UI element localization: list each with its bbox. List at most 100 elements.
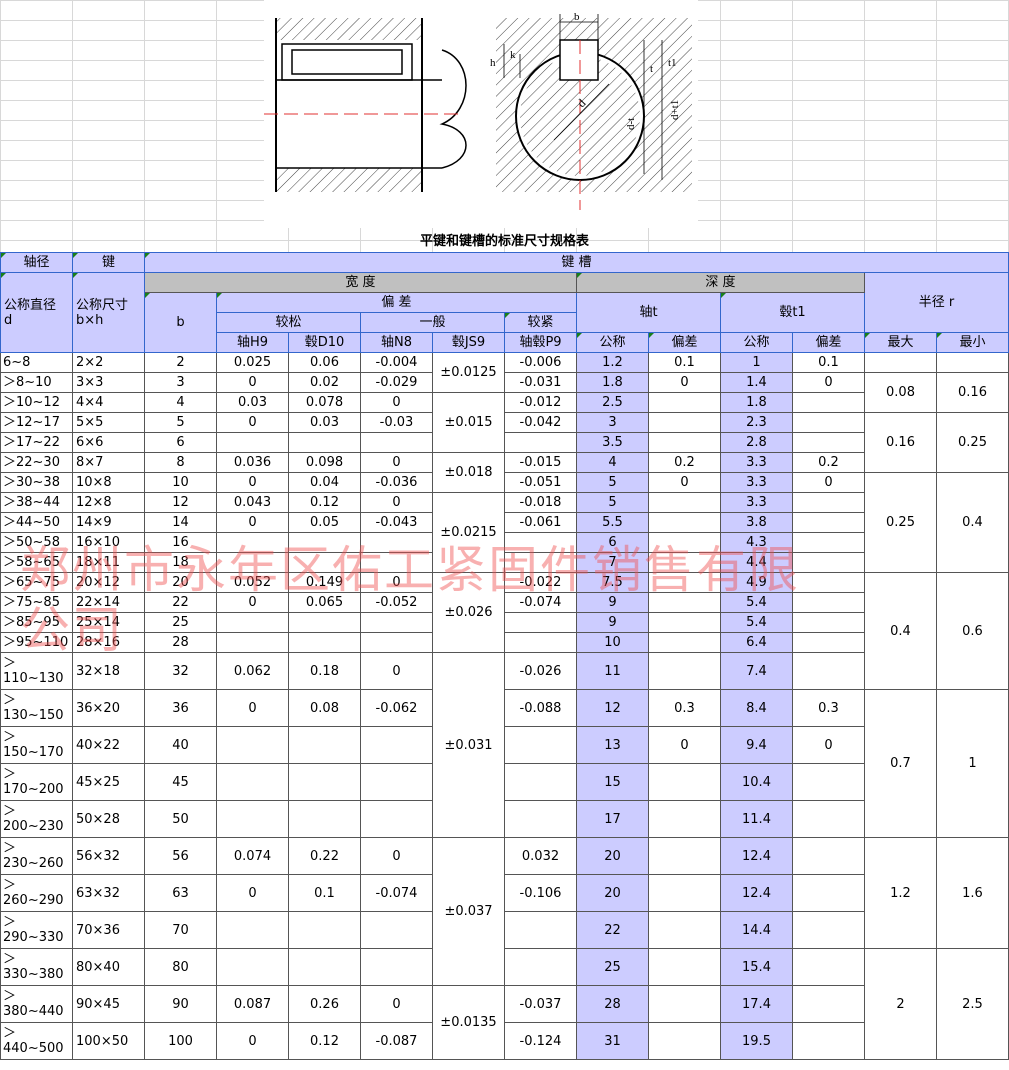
- cell-t1-dev: [792, 592, 865, 613]
- cell-t-nominal: 7.5: [576, 572, 649, 593]
- cell-t-nominal: 22: [576, 911, 649, 949]
- cell-b: 18: [144, 552, 217, 573]
- cell-t1-nominal: 14.4: [720, 911, 793, 949]
- cell-key-size: 45×25: [72, 763, 145, 801]
- cell-hub-js9: ±0.026: [432, 572, 505, 653]
- cell-hub-d10: [288, 552, 361, 573]
- cell-t-nominal: 7: [576, 552, 649, 573]
- cell-key-size: 28×16: [72, 632, 145, 653]
- cell-t1-dev: [792, 874, 865, 912]
- cell-key-size: 80×40: [72, 948, 145, 986]
- cell-diameter: ＞22~30: [0, 452, 73, 473]
- cell-shaft-h9: [216, 763, 289, 801]
- cell-shaft-h9: 0.074: [216, 837, 289, 875]
- header-max: 最大: [864, 332, 937, 353]
- cell-b: 28: [144, 632, 217, 653]
- cell-t1-nominal: 8.4: [720, 689, 793, 727]
- cell-radius-max: 1.2: [864, 837, 937, 949]
- header-key: 键: [72, 252, 145, 273]
- cell-shaft-n8: [360, 532, 433, 553]
- cell-shaft-h9: [216, 552, 289, 573]
- cell-shaft-h9: [216, 726, 289, 764]
- cell-key-size: 40×22: [72, 726, 145, 764]
- cell-shaft-n8: [360, 726, 433, 764]
- cell-t-dev: [648, 532, 721, 553]
- cell-t1-nominal: 3.3: [720, 492, 793, 513]
- cell-key-size: 70×36: [72, 911, 145, 949]
- cell-radius-min: 1.6: [936, 837, 1009, 949]
- cell-t1-nominal: 3.8: [720, 512, 793, 533]
- header-normal: 一般: [360, 312, 505, 333]
- header-radius: 半径 r: [864, 272, 1009, 333]
- cell-t-dev: [648, 800, 721, 838]
- cell-t-dev: [648, 837, 721, 875]
- cell-shaft-n8: 0: [360, 837, 433, 875]
- cell-shaft-n8: 0: [360, 572, 433, 593]
- cell-shaft-n8: [360, 612, 433, 633]
- cell-b: 50: [144, 800, 217, 838]
- cell-radius-max: 0.25: [864, 472, 937, 573]
- cell-shaft-hub-p9: -0.074: [504, 592, 577, 613]
- cell-t1-nominal: 7.4: [720, 652, 793, 690]
- cell-shaft-hub-p9: -0.015: [504, 452, 577, 473]
- cell-shaft-n8: -0.087: [360, 1022, 433, 1060]
- label-b: b: [574, 11, 580, 23]
- cell-t-nominal: 9: [576, 612, 649, 633]
- cell-t1-dev: [792, 612, 865, 633]
- cell-key-size: 14×9: [72, 512, 145, 533]
- cell-hub-js9: ±0.037: [432, 837, 505, 986]
- cell-hub-js9: ±0.018: [432, 452, 505, 493]
- cell-b: 2: [144, 352, 217, 373]
- header-loose: 较松: [216, 312, 361, 333]
- label-t1: t1: [668, 57, 677, 69]
- cell-shaft-n8: -0.029: [360, 372, 433, 393]
- cell-radius-min: 0.6: [936, 572, 1009, 690]
- cell-b: 4: [144, 392, 217, 413]
- cell-radius-max: [864, 352, 937, 373]
- cell-hub-d10: 0.08: [288, 689, 361, 727]
- cell-shaft-h9: 0: [216, 689, 289, 727]
- label-k: k: [510, 49, 516, 61]
- cell-b: 80: [144, 948, 217, 986]
- cell-b: 6: [144, 432, 217, 453]
- cell-t1-dev: [792, 911, 865, 949]
- cell-t-dev: 0.2: [648, 452, 721, 473]
- cell-t1-nominal: 4.4: [720, 552, 793, 573]
- cell-t1-dev: [792, 572, 865, 593]
- cell-key-size: 25×14: [72, 612, 145, 633]
- header-shaft-hub-p9: 轴毂P9: [504, 332, 577, 353]
- cell-t1-nominal: 9.4: [720, 726, 793, 764]
- cell-t-dev: [648, 392, 721, 413]
- cell-shaft-h9: [216, 800, 289, 838]
- cell-t1-nominal: 5.4: [720, 592, 793, 613]
- header-t-nominal: 公称: [576, 332, 649, 353]
- cell-t-dev: [648, 948, 721, 986]
- cell-t-dev: [648, 612, 721, 633]
- cell-hub-js9: ±0.0125: [432, 352, 505, 393]
- cell-hub-d10: [288, 726, 361, 764]
- cell-t1-dev: [792, 432, 865, 453]
- cell-shaft-hub-p9: [504, 612, 577, 633]
- cell-shaft-h9: 0: [216, 512, 289, 533]
- cell-t-dev: 0: [648, 472, 721, 493]
- cell-diameter: ＞44~50: [0, 512, 73, 533]
- cell-t1-dev: [792, 763, 865, 801]
- header-depth: 深 度: [576, 272, 865, 293]
- header-keyway: 键 槽: [144, 252, 1009, 273]
- cell-shaft-n8: [360, 552, 433, 573]
- cell-hub-d10: 0.06: [288, 352, 361, 373]
- cell-shaft-n8: -0.036: [360, 472, 433, 493]
- cell-b: 45: [144, 763, 217, 801]
- cell-t1-nominal: 2.3: [720, 412, 793, 433]
- cell-t-nominal: 15: [576, 763, 649, 801]
- cell-t1-nominal: 2.8: [720, 432, 793, 453]
- cell-diameter: ＞85~95: [0, 612, 73, 633]
- header-hub-d10: 毂D10: [288, 332, 361, 353]
- cell-t-nominal: 28: [576, 985, 649, 1023]
- cell-key-size: 56×32: [72, 837, 145, 875]
- header-t1-nominal: 公称: [720, 332, 793, 353]
